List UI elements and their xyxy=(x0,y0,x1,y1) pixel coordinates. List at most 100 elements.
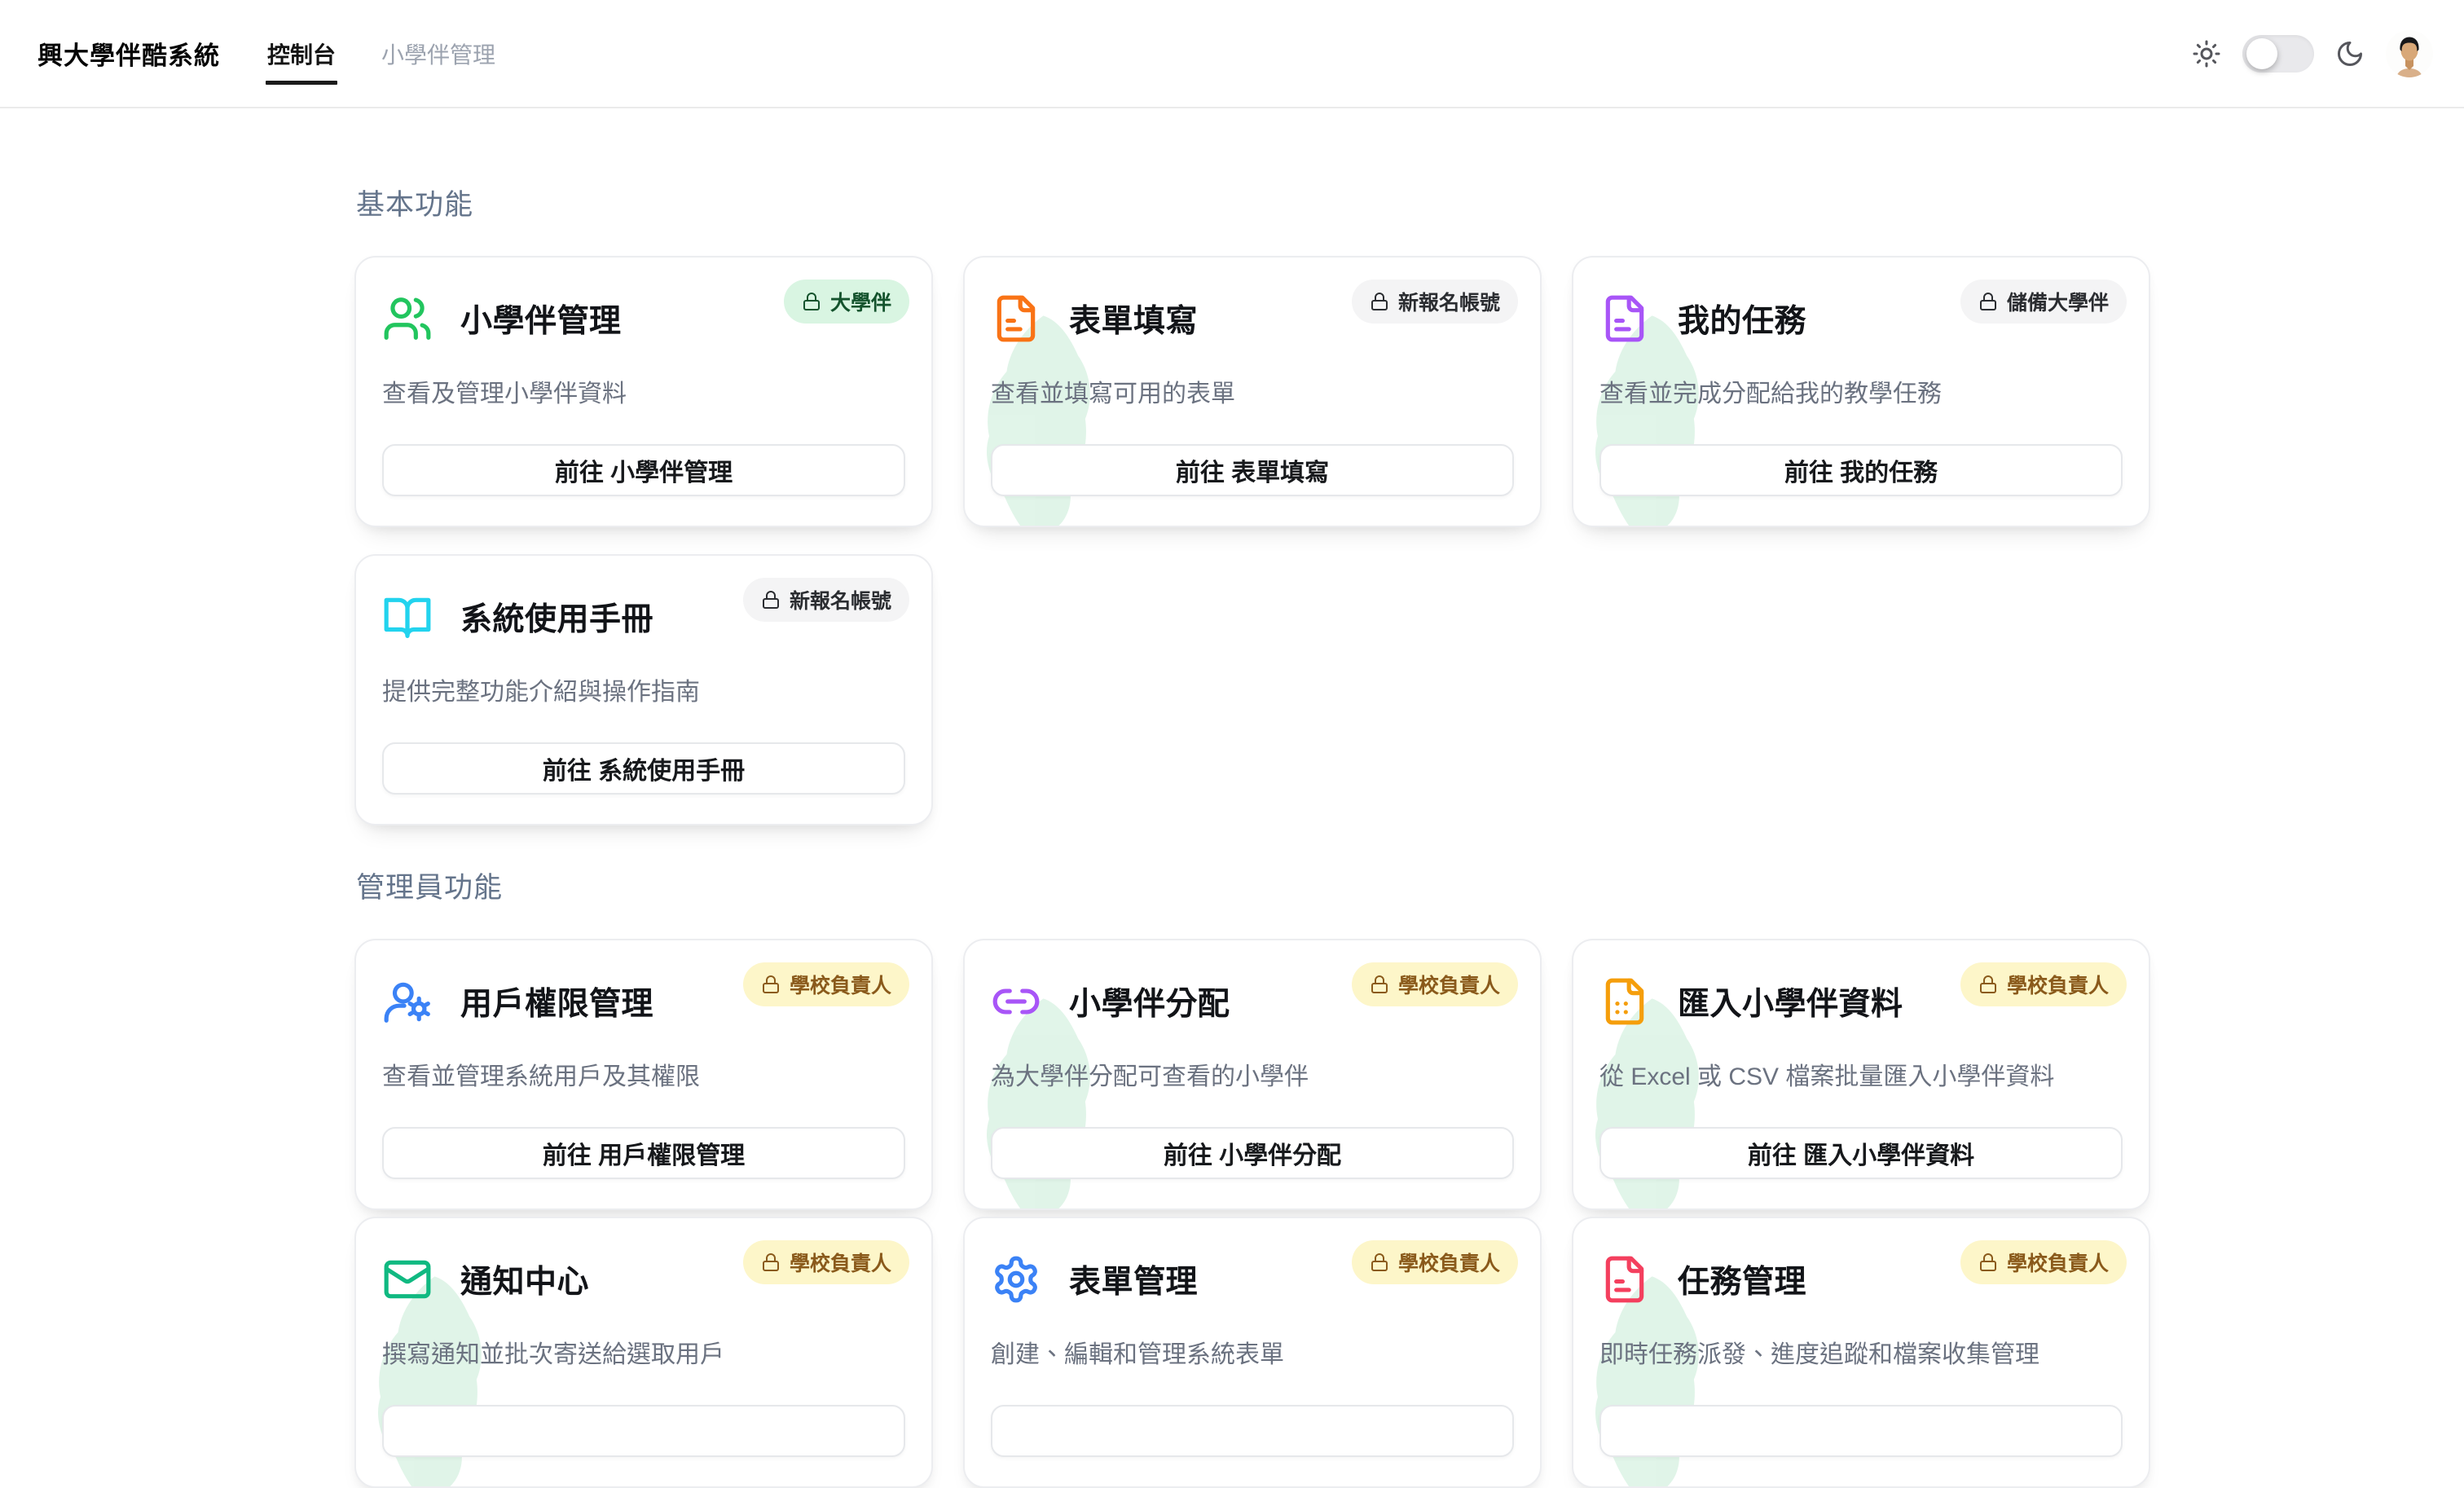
file-text-icon xyxy=(1599,293,1650,344)
feature-card: 任務管理 學校負責人 即時任務派發、進度追蹤和檔案收集管理 xyxy=(1572,1217,2150,1488)
card-description: 撰寫通知並批次寄送給選取用戶 xyxy=(382,1341,724,1368)
theme-switch[interactable] xyxy=(2242,34,2314,73)
badge-label: 學校負責人 xyxy=(2006,1252,2109,1275)
permission-badge: 新報名帳號 xyxy=(742,578,909,622)
card-title: 系統使用手冊 xyxy=(460,602,654,637)
card-header: 我的任務 xyxy=(1599,293,2123,344)
badge-label: 新報名帳號 xyxy=(1397,292,1500,315)
badge-label: 學校負責人 xyxy=(1397,975,1500,997)
badge-label: 新報名帳號 xyxy=(789,590,891,613)
badge-label: 大學伴 xyxy=(829,292,891,315)
card-description: 提供完整功能介紹與操作指南 xyxy=(382,679,700,706)
users-icon xyxy=(382,293,433,344)
file-text-icon xyxy=(991,293,1041,344)
card-header: 匯入小學伴資料 xyxy=(1599,976,2123,1027)
feature-card: 我的任務 儲備大學伴 查看並完成分配給我的教學任務 前往 我的任務 xyxy=(1572,256,2150,527)
card-title: 小學伴管理 xyxy=(460,304,622,339)
card-title: 通知中心 xyxy=(460,1265,590,1300)
card-header: 表單填寫 xyxy=(991,293,1514,344)
theme-switch-knob xyxy=(2246,37,2277,69)
main-nav: 控制台 小學伴管理 xyxy=(266,34,497,85)
badge-label: 學校負責人 xyxy=(2006,975,2109,997)
user-avatar[interactable] xyxy=(2386,29,2433,77)
permission-badge: 學校負責人 xyxy=(742,1240,909,1284)
lock-icon xyxy=(762,975,779,993)
app-title[interactable]: 興大學伴酷系統 xyxy=(37,42,220,70)
card-description: 創建、編輯和管理系統表單 xyxy=(991,1341,1284,1368)
top-navbar: 興大學伴酷系統 控制台 小學伴管理 xyxy=(0,0,2464,108)
card-title: 用戶權限管理 xyxy=(460,987,654,1022)
lock-icon xyxy=(1371,293,1388,310)
badge-label: 學校負責人 xyxy=(789,1252,891,1275)
tab-mentee-management[interactable]: 小學伴管理 xyxy=(381,42,496,68)
sun-icon xyxy=(2192,39,2221,68)
lock-icon xyxy=(1979,975,1996,993)
go-button[interactable]: 前往 小學伴管理 xyxy=(382,444,905,496)
card-grid-basic: 小學伴管理 大學伴 查看及管理小學伴資料 前往 小學伴管理 表單填寫 新報名帳號… xyxy=(354,256,2150,825)
card-header: 系統使用手冊 xyxy=(382,592,905,642)
feature-card: 小學伴分配 學校負責人 為大學伴分配可查看的小學伴 前往 小學伴分配 xyxy=(963,939,1542,1210)
card-title: 小學伴分配 xyxy=(1069,987,1230,1022)
card-description: 查看並管理系統用戶及其權限 xyxy=(382,1063,700,1090)
card-grid-admin: 用戶權限管理 學校負責人 查看並管理系統用戶及其權限 前往 用戶權限管理 小學伴… xyxy=(354,939,2150,1488)
section-title-admin: 管理員功能 xyxy=(356,872,504,904)
card-header: 任務管理 xyxy=(1599,1254,2123,1305)
feature-card: 匯入小學伴資料 學校負責人 從 Excel 或 CSV 檔案批量匯入小學伴資料 … xyxy=(1572,939,2150,1210)
lock-icon xyxy=(762,1253,779,1271)
card-header: 通知中心 xyxy=(382,1254,905,1305)
permission-badge: 學校負責人 xyxy=(1960,962,2127,1006)
card-description: 查看並填寫可用的表單 xyxy=(991,381,1235,407)
card-title: 任務管理 xyxy=(1678,1265,1807,1300)
feature-card: 用戶權限管理 學校負責人 查看並管理系統用戶及其權限 前往 用戶權限管理 xyxy=(354,939,933,1210)
moon-icon xyxy=(2335,39,2365,68)
feature-card: 小學伴管理 大學伴 查看及管理小學伴資料 前往 小學伴管理 xyxy=(354,256,933,527)
lock-icon xyxy=(1371,975,1388,993)
card-description: 查看及管理小學伴資料 xyxy=(382,381,627,407)
lock-icon xyxy=(1979,1253,1996,1271)
card-header: 表單管理 xyxy=(991,1254,1514,1305)
tab-dashboard[interactable]: 控制台 xyxy=(266,34,338,85)
feature-card: 通知中心 學校負責人 撰寫通知並批次寄送給選取用戶 xyxy=(354,1217,933,1488)
lock-icon xyxy=(803,293,820,310)
card-description: 為大學伴分配可查看的小學伴 xyxy=(991,1063,1309,1090)
permission-badge: 學校負責人 xyxy=(742,962,909,1006)
card-header: 小學伴分配 xyxy=(991,976,1514,1027)
go-button[interactable] xyxy=(991,1405,1514,1457)
card-description: 從 Excel 或 CSV 檔案批量匯入小學伴資料 xyxy=(1599,1063,2055,1090)
lock-icon xyxy=(762,591,779,609)
file-import-icon xyxy=(1599,976,1650,1027)
card-header: 用戶權限管理 xyxy=(382,976,905,1027)
card-header: 小學伴管理 xyxy=(382,293,905,344)
go-button[interactable]: 前往 用戶權限管理 xyxy=(382,1127,905,1179)
book-open-icon xyxy=(382,592,433,642)
link-icon xyxy=(991,976,1041,1027)
card-title: 匯入小學伴資料 xyxy=(1678,987,1903,1022)
card-title: 表單管理 xyxy=(1069,1265,1199,1300)
permission-badge: 儲備大學伴 xyxy=(1960,280,2127,324)
section-admin-functions: 管理員功能 用戶權限管理 學校負責人 查看並管理系統用戶及其權限 前往 用戶權限… xyxy=(354,825,2150,1488)
lock-icon xyxy=(1979,293,1996,310)
card-description: 查看並完成分配給我的教學任務 xyxy=(1599,381,1942,407)
card-title: 我的任務 xyxy=(1678,304,1807,339)
go-button[interactable] xyxy=(382,1405,905,1457)
header-right-controls xyxy=(2192,29,2433,77)
section-title-basic: 基本功能 xyxy=(356,189,474,221)
go-button[interactable]: 前往 表單填寫 xyxy=(991,444,1514,496)
permission-badge: 學校負責人 xyxy=(1351,1240,1518,1284)
badge-label: 學校負責人 xyxy=(789,975,891,997)
permission-badge: 學校負責人 xyxy=(1351,962,1518,1006)
badge-label: 儲備大學伴 xyxy=(2006,292,2109,315)
lock-icon xyxy=(1371,1253,1388,1271)
feature-card: 系統使用手冊 新報名帳號 提供完整功能介紹與操作指南 前往 系統使用手冊 xyxy=(354,554,933,825)
card-description: 即時任務派發、進度追蹤和檔案收集管理 xyxy=(1599,1341,2039,1368)
file-text-icon xyxy=(1599,1254,1650,1305)
go-button[interactable]: 前往 系統使用手冊 xyxy=(382,742,905,795)
settings-icon xyxy=(991,1254,1041,1305)
go-button[interactable]: 前往 小學伴分配 xyxy=(991,1127,1514,1179)
section-basic-functions: 基本功能 小學伴管理 大學伴 查看及管理小學伴資料 前往 小學伴管理 表單填寫 … xyxy=(354,108,2150,825)
go-button[interactable] xyxy=(1599,1405,2123,1457)
feature-card: 表單填寫 新報名帳號 查看並填寫可用的表單 前往 表單填寫 xyxy=(963,256,1542,527)
mail-icon xyxy=(382,1254,433,1305)
go-button[interactable]: 前往 匯入小學伴資料 xyxy=(1599,1127,2123,1179)
go-button[interactable]: 前往 我的任務 xyxy=(1599,444,2123,496)
